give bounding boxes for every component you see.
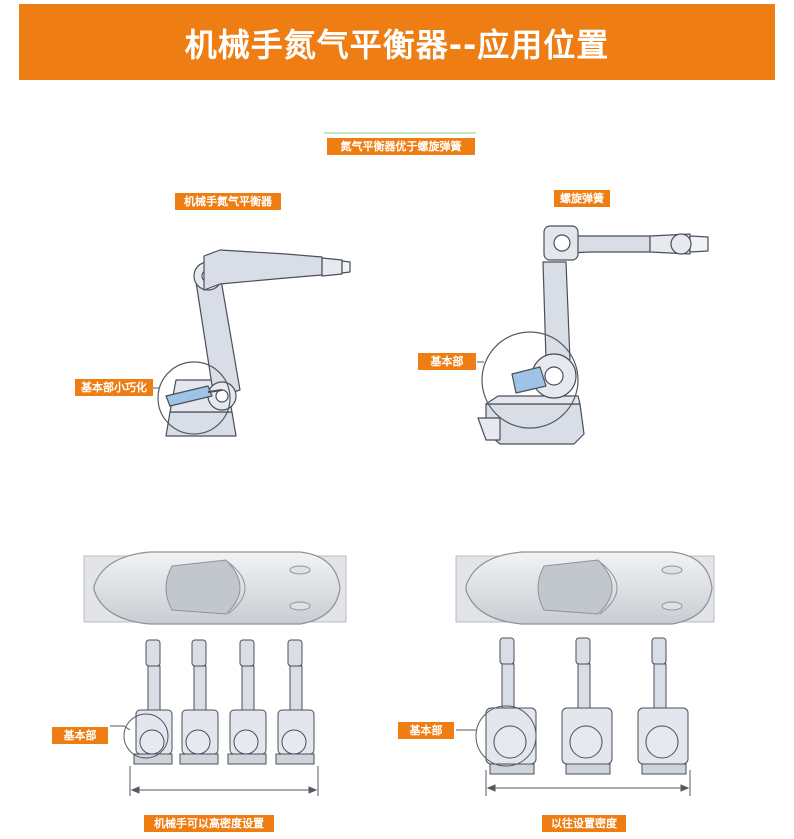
spacing-dimension-line <box>485 770 691 796</box>
robot-base <box>485 403 585 445</box>
base-highlight-circle <box>481 331 579 429</box>
top-view-robot <box>485 637 537 775</box>
base-highlight-circle <box>475 705 537 767</box>
top-view-robot <box>179 639 219 765</box>
base-highlight-circle <box>123 713 169 759</box>
top-view-robot <box>133 639 173 765</box>
caption-tag-main: 氮气平衡器优于螺旋弹簧 <box>327 138 475 155</box>
caption-tag-coil-spring: 螺旋弹簧 <box>554 190 610 207</box>
top-view-robot <box>227 639 267 765</box>
base-highlight-circle <box>157 361 231 435</box>
robot-with-coil-spring <box>477 225 709 445</box>
coil-spring <box>511 366 547 394</box>
note-tag-base-bottom-right: 基本部 <box>398 722 454 739</box>
robot-row-high-density <box>133 639 315 765</box>
leader-line <box>110 725 131 731</box>
robot-wrist <box>689 235 709 253</box>
caption-tag-gas-balancer: 机械手氮气平衡器 <box>175 193 281 210</box>
spacing-dimension-line <box>129 766 319 796</box>
caption-tag-conventional-density: 以往设置密度 <box>542 815 626 832</box>
top-view-robot <box>637 637 689 775</box>
robot-with-gas-balancer <box>165 249 351 437</box>
robot-wrist <box>341 260 351 274</box>
car-bottom-left <box>83 551 347 625</box>
robot-upper-arm <box>203 249 323 291</box>
caption-tag-high-density: 机械手可以高密度设置 <box>144 815 274 832</box>
car-bottom-right <box>455 551 715 625</box>
top-view-robot <box>275 639 315 765</box>
robot-row-conventional <box>485 637 689 775</box>
note-tag-base-bottom-left: 基本部 <box>52 727 108 744</box>
note-tag-compact-base: 基本部小巧化 <box>75 379 153 396</box>
top-view-robot <box>561 637 613 775</box>
robot-lower-arm <box>542 261 571 361</box>
note-tag-base: 基本部 <box>418 353 476 370</box>
gas-balancer-cylinder <box>165 385 213 407</box>
header-banner: 机械手氮气平衡器--应用位置 <box>19 4 775 80</box>
page-title: 机械手氮气平衡器--应用位置 <box>184 26 610 64</box>
